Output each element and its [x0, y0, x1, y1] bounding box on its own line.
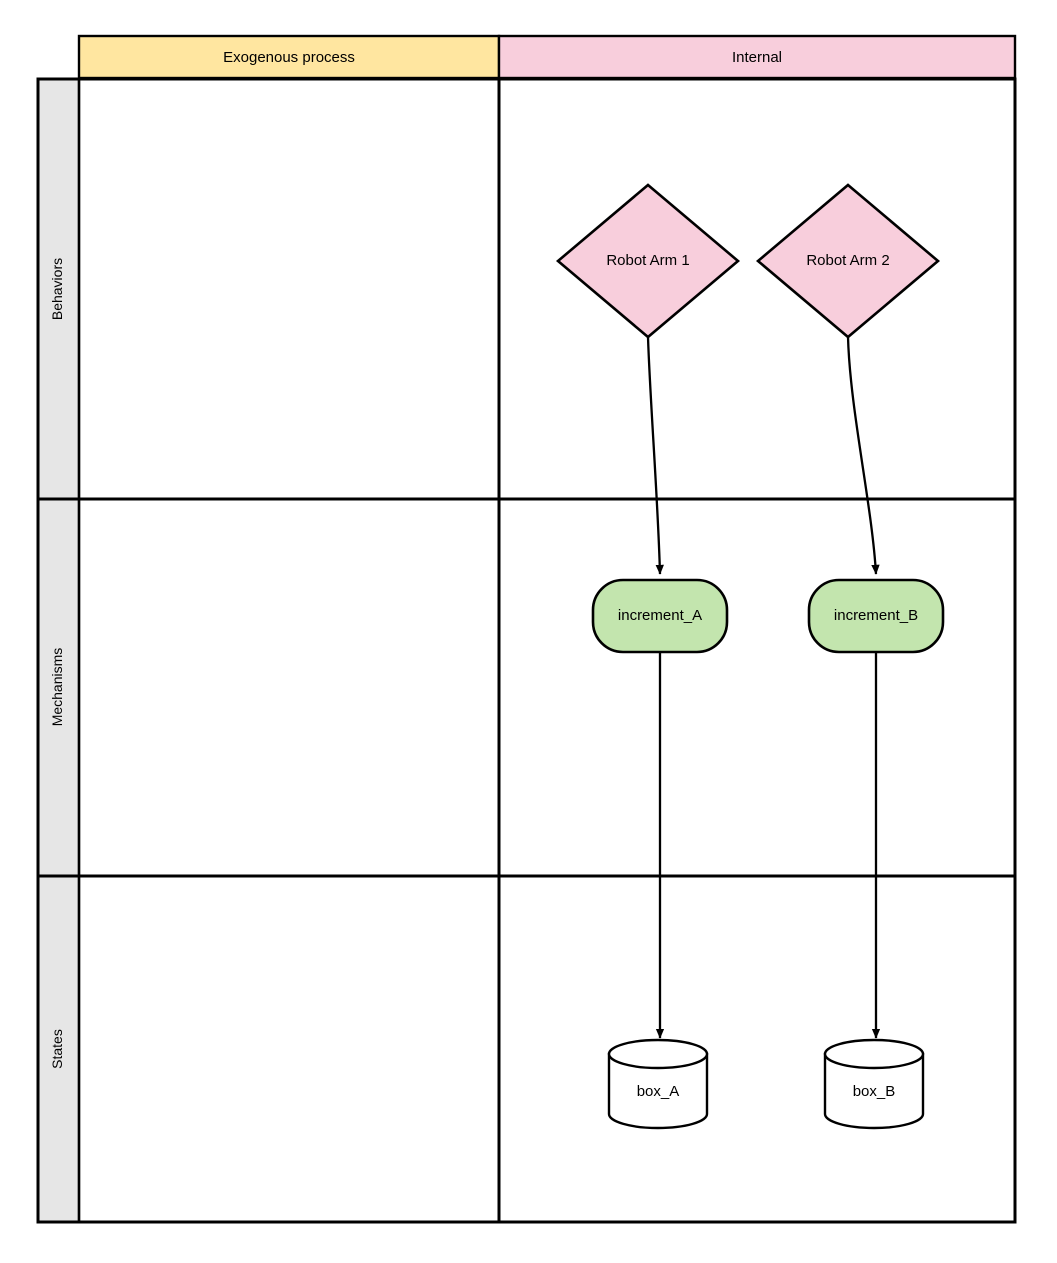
node-increment-b[interactable]: increment_B	[807, 578, 945, 654]
node-box-b-top	[823, 1038, 925, 1070]
node-increment-b-shape	[807, 578, 945, 654]
edge-robot-arm-1-to-increment-a	[646, 336, 664, 575]
node-increment-a[interactable]: increment_A	[591, 578, 729, 654]
lane-header-exogenous[interactable]: Exogenous process	[77, 34, 501, 80]
node-box-b[interactable]: box_B	[823, 1038, 925, 1130]
lane-header-internal[interactable]: Internal	[497, 34, 1017, 80]
node-box-a[interactable]: box_A	[607, 1038, 709, 1130]
node-increment-a-shape	[591, 578, 729, 654]
lane-header-internal-fill	[497, 34, 1017, 80]
node-robot-arm-1-shape	[555, 183, 741, 339]
node-box-a-top	[607, 1038, 709, 1070]
lane-header-exogenous-fill	[77, 34, 501, 80]
row-header-behaviors-fill	[36, 77, 81, 501]
node-box-b-body	[823, 1052, 925, 1130]
row-header-mechanisms[interactable]: Mechanisms	[36, 497, 81, 878]
node-box-a-body	[607, 1052, 709, 1130]
node-robot-arm-2-shape	[755, 183, 941, 339]
pool-outer-frame	[36, 77, 1017, 1224]
row-header-mechanisms-fill	[36, 497, 81, 878]
row-header-states[interactable]: States	[36, 874, 81, 1224]
row-header-states-fill	[36, 874, 81, 1224]
row-header-behaviors[interactable]: Behaviors	[36, 77, 81, 501]
edge-robot-arm-2-to-increment-b	[846, 336, 880, 575]
